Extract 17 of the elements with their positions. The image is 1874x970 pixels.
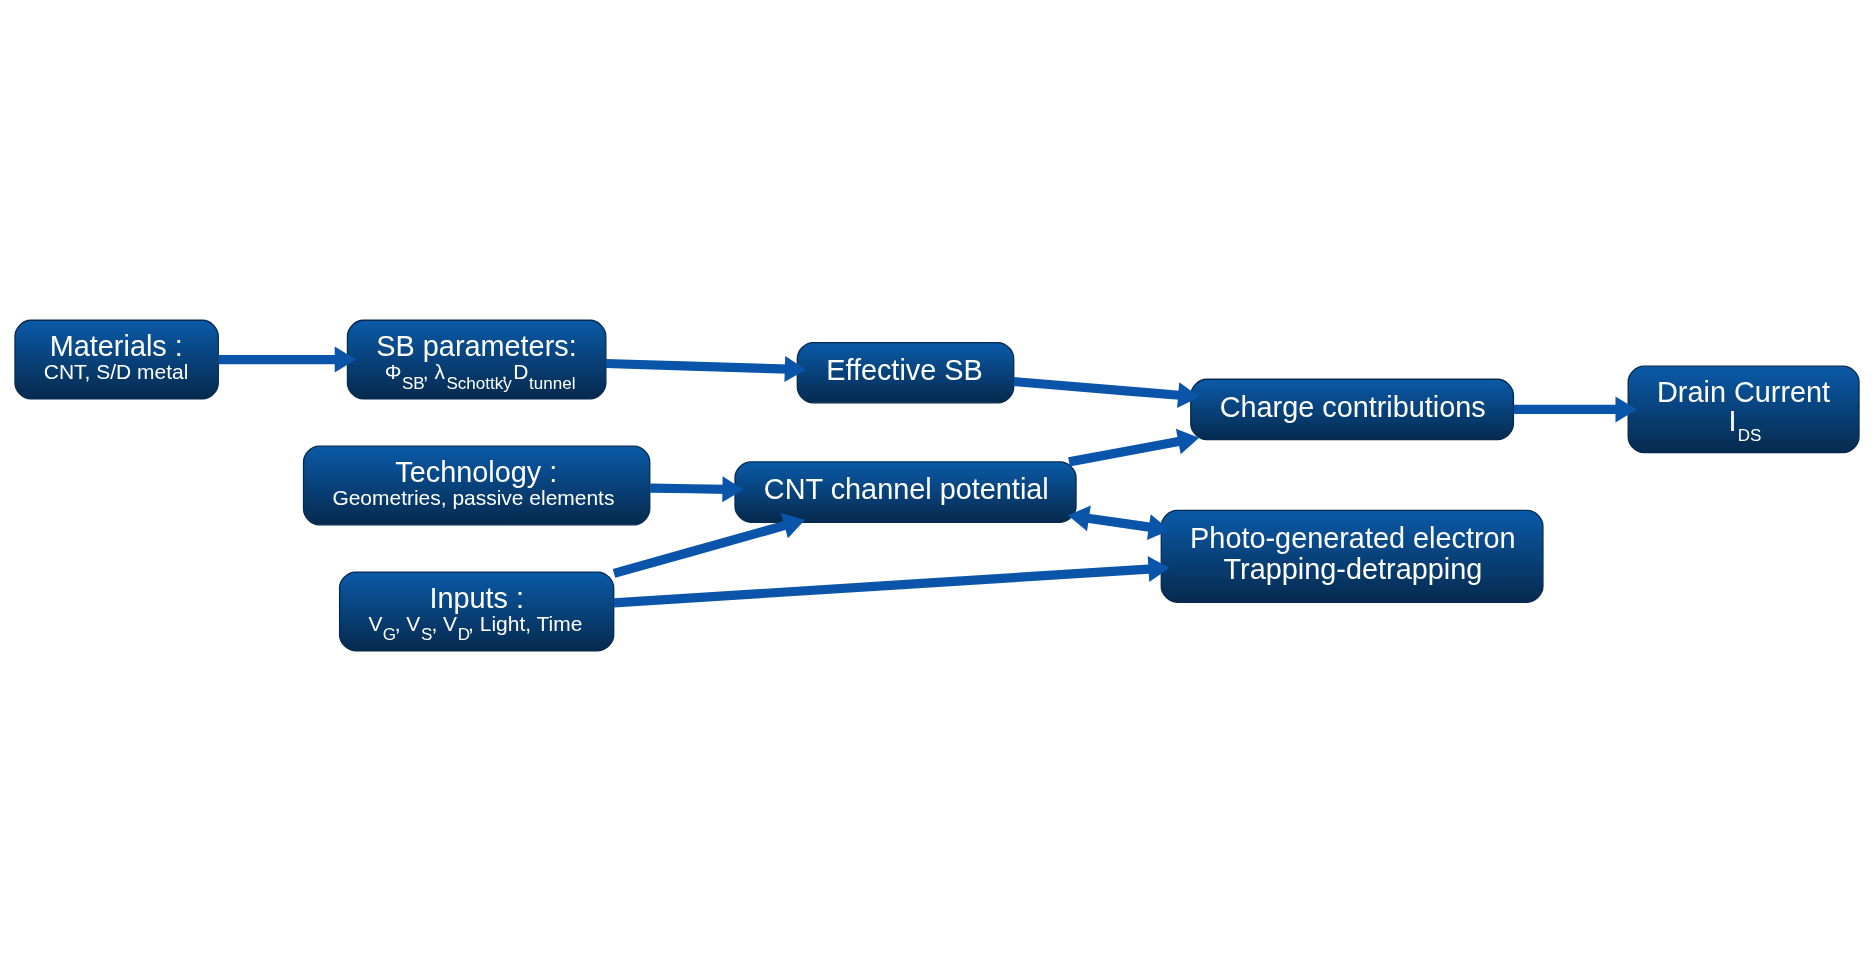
node-box: Materials : CNT, S/D metal [14, 319, 219, 400]
arrow [218, 346, 356, 373]
node-box: Effective SB [796, 341, 1015, 404]
arrow [613, 555, 1170, 607]
node-box: Charge contributions [1190, 378, 1515, 440]
arrow [650, 475, 744, 502]
arrow [1067, 505, 1170, 540]
node-box: Inputs : V$_{G}$, V$_{S}$, V$_{D}$, Light, Time [338, 570, 615, 651]
node-box: Photo-generated electron Trapping-detrapping [1160, 509, 1544, 603]
arrow [605, 355, 806, 382]
arrow [1513, 395, 1637, 422]
arrow [1013, 376, 1200, 408]
node-box: CNT channel potential [734, 460, 1077, 523]
arrow [1068, 428, 1200, 466]
node-box: Drain Current I$_{DS}$ [1627, 365, 1860, 453]
node-box: Technology : Geometries, passive elements [302, 445, 651, 525]
arrow [612, 512, 805, 578]
